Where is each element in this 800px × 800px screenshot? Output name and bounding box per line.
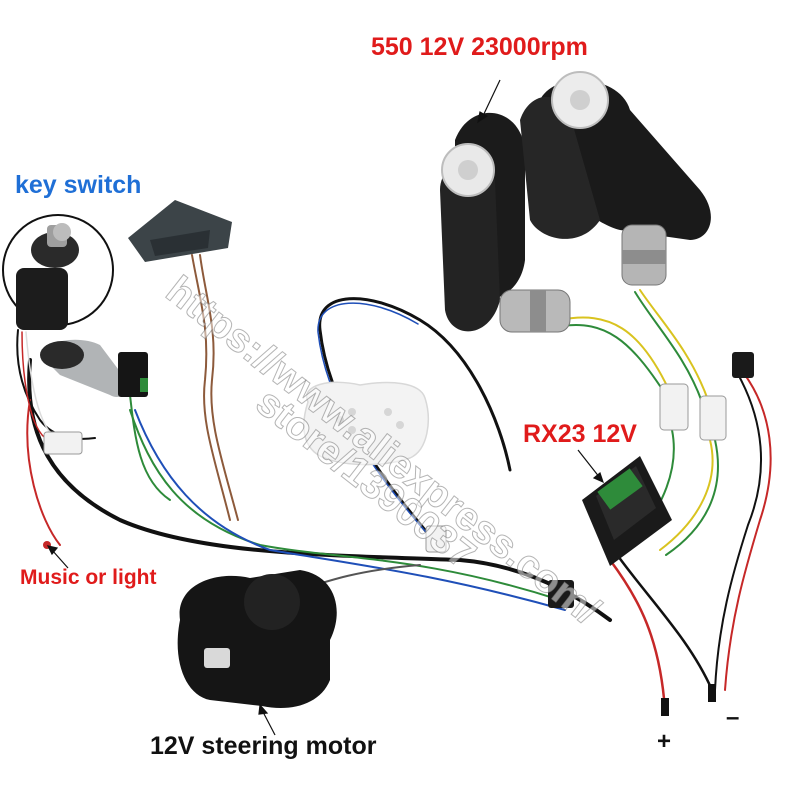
motor2-green [634,291,703,403]
label-receiver: RX23 12V [523,420,637,448]
harness-red [26,399,61,546]
drive-gearbox-front [440,112,571,333]
power-black [616,554,714,692]
connector-plug [659,383,689,431]
label-steering-motor: 12V steering motor [150,732,377,760]
connector-plug [43,431,83,455]
label-key-switch: key switch [15,171,142,199]
arrow-rx [577,449,601,479]
key-wire-white [25,331,53,436]
receiver-module [582,456,672,566]
arrow-motor [481,79,501,119]
connector-plug [425,525,447,553]
motor1-green [561,324,665,393]
remote-control [303,381,429,466]
circuit-board [597,468,643,510]
motor1-yellow [559,316,669,389]
lever-wires [129,394,171,501]
key-switch-part [2,214,114,330]
harness-blue [134,409,566,611]
label-positive: + [657,728,672,755]
power-switch [732,352,754,378]
label-drive-motor: 550 12V 23000rpm [371,33,588,61]
foot-pedal [128,200,232,262]
antenna-cable [318,297,512,550]
positive-lead [661,698,669,716]
power-red [608,558,667,712]
steering-motor-part [177,570,337,709]
antenna-cable-blue [317,302,439,547]
label-negative: – [726,704,740,731]
drive-gearbox-rear [520,71,711,286]
arrow-rx-head [592,471,604,484]
pedal-wire-a [191,254,231,521]
key-wire-red [21,331,49,441]
harness-green [129,409,561,601]
conn-to-rx-2 [659,439,714,551]
switch-wire-red [724,374,772,691]
switch-wire-black [714,377,762,691]
arrow-steer-head [258,703,269,715]
connector-plug [699,395,727,441]
motor2-yellow [639,289,709,401]
conn-to-rx-3 [665,439,719,556]
connector-plug [548,580,574,608]
steering-shaft [204,648,230,668]
gear-shift-lever [40,339,148,397]
label-music-light: Music or light [20,566,157,589]
label-pointers [46,79,604,736]
arrow-motor-head [477,111,489,124]
pedal-wire-b [199,254,239,521]
arrow-steer [261,709,276,736]
arrow-music-head [46,545,59,556]
negative-lead [708,684,716,702]
arrow-music [51,549,69,569]
